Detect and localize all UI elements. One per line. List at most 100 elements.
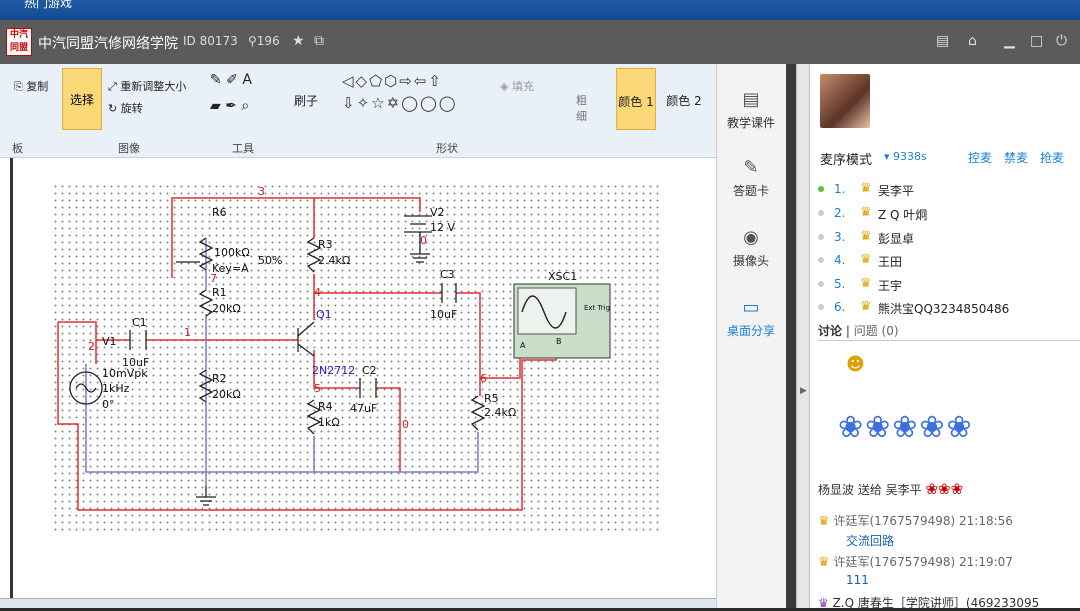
copy-label: 复制 — [26, 80, 49, 93]
status-bar — [0, 598, 716, 608]
user-count-value: 196 — [256, 34, 280, 48]
mic-time-value: 9338s — [893, 150, 927, 163]
queue-name: 王宇 — [878, 279, 903, 293]
queue-item[interactable]: 2.♛Z Q 叶炯 — [818, 204, 1078, 224]
chat-tabs: 讨论 | 问题 (0) — [818, 324, 899, 338]
shapes-gallery-row2[interactable]: ⇩✧☆✡◯◯◯ — [342, 94, 458, 112]
select-button[interactable]: 选择 — [62, 68, 102, 130]
app-name: 中汽同盟汽修网络学院 — [38, 36, 178, 52]
gift-icon: ♛ — [818, 514, 830, 529]
tab-question[interactable]: 问题 — [853, 324, 878, 338]
chat-message-header: ♛ Z.Q 唐春生［学院讲师］(469233095 — [818, 594, 1039, 611]
person-icon: ⚲ — [248, 34, 257, 48]
group-shapes-label: 形状 — [436, 142, 458, 155]
color1-button[interactable]: 颜色 1 — [616, 68, 656, 130]
vertical-scrollbar[interactable] — [786, 64, 796, 608]
dot-icon — [818, 257, 824, 263]
camera-icon: ◉ — [743, 227, 759, 248]
mic-mode-time: ▾ 9338s — [884, 150, 927, 163]
rotate-icon: ↻ — [108, 102, 118, 115]
vip-icon: ♛ — [818, 596, 829, 610]
chat-message-header: ♛ 许廷军(1767579498) 21:19:07 — [818, 553, 1013, 570]
queue-item[interactable]: 3. ♛ 彭显卓 — [818, 228, 1078, 248]
queue-item[interactable]: 4.♛王田 — [818, 251, 1078, 271]
fill-icon: ◈ — [500, 80, 509, 93]
rose-icon: ❀❀❀ — [925, 480, 964, 498]
tab-discuss[interactable]: 讨论 — [818, 324, 843, 338]
teacher-avatar[interactable] — [820, 74, 870, 128]
courseware-icon: ▤ — [742, 89, 760, 110]
app-logo: 中汽同盟 — [6, 28, 32, 56]
answer-card-button[interactable]: ✎ 答题卡 — [716, 158, 786, 199]
copy-icon: ⎘ — [14, 80, 23, 93]
canvas-edge — [10, 158, 13, 598]
user-count: ⚲196 — [248, 34, 280, 48]
gift-icon: ♛ — [860, 229, 872, 244]
dot-icon — [818, 210, 824, 216]
copy-button[interactable]: ⎘ 复制 — [14, 78, 48, 94]
dot-icon — [818, 304, 824, 310]
queue-item[interactable]: 1.♛吴李平 — [818, 180, 1078, 200]
gift-message: 杨显波 送给 吴李平 ❀❀❀ — [818, 480, 963, 498]
brush-button[interactable]: 刷子 — [294, 94, 319, 108]
color2-button[interactable]: 颜色 2 — [666, 94, 702, 108]
chat-user: 许廷军(1767579498) 21:19:07 — [833, 555, 1013, 569]
power-icon[interactable]: ⏻ — [1056, 33, 1068, 49]
function-panel — [716, 64, 786, 608]
chat-area[interactable]: ☻ ❀❀❀❀❀ 杨显波 送给 吴李平 ❀❀❀ ♛ 许廷军(1767579498)… — [818, 342, 1080, 611]
thickness-button[interactable]: 粗细 — [576, 94, 587, 123]
desktop-share-button[interactable]: ▭桌面分享 — [716, 298, 786, 339]
minimize-icon[interactable]: ▁ — [1004, 33, 1015, 49]
pencil-icon[interactable]: ✎ ✐ A — [210, 72, 252, 88]
queue-item[interactable]: 6. ♛ 熊洪宝QQ3234850486 — [818, 298, 1078, 318]
splitter-arrow-icon: ▶ — [800, 386, 807, 396]
gift-text: 杨显波 送给 吴李平 — [818, 483, 922, 497]
dot-icon — [818, 234, 824, 240]
chat-message-text: 111 — [846, 573, 869, 587]
rotate-button[interactable]: ↻ 旋转 — [108, 100, 143, 116]
camera-button[interactable]: ◉ 摄像头 — [716, 228, 786, 269]
answer-card-icon: ✎ — [743, 157, 759, 178]
queue-num: 3. — [834, 230, 846, 244]
queue-name: 彭显卓 — [878, 232, 915, 246]
gift-icon: ♛ — [818, 555, 830, 570]
gift-icon: ♛ — [860, 181, 872, 196]
roses-gift-icon: ❀❀❀❀❀ — [838, 410, 974, 445]
monitor-icon: ▭ — [742, 297, 760, 318]
ban-mic-button[interactable]: 禁麦 — [1004, 151, 1029, 165]
chat-message-text: 交流回路 — [846, 534, 895, 548]
chat-user: Z.Q 唐春生［学院讲师］(469233095 — [832, 596, 1040, 610]
camera-label: 摄像头 — [732, 254, 769, 268]
tab-divider — [818, 340, 1080, 341]
home-icon[interactable]: ⌂ — [968, 33, 977, 49]
copy-icon[interactable]: ⧉ — [314, 33, 324, 49]
answer-card-label: 答题卡 — [732, 184, 769, 198]
panel-splitter[interactable]: ▶ — [796, 64, 810, 608]
grab-mic-button[interactable]: 控麦 — [968, 151, 993, 165]
mic-mode-label[interactable]: 麦序模式 — [820, 153, 873, 168]
resize-button[interactable]: ⤢ 重新调整大小 — [108, 78, 186, 94]
paint-ribbon — [0, 64, 716, 158]
queue-name: Z Q 叶炯 — [878, 208, 928, 222]
schematic-grid — [52, 183, 662, 535]
shapes-gallery[interactable]: ◁◇⬠⬡⇨⇦⇧ — [342, 72, 443, 90]
fill-button[interactable]: ◈ 填充 — [500, 78, 534, 94]
queue-name: 熊洪宝QQ3234850486 — [878, 302, 1010, 316]
queue-num: 4. — [834, 253, 846, 267]
chat-user: 许廷军(1767579498) 21:18:56 — [833, 514, 1013, 528]
eraser-icon[interactable]: ▰ ✒ ⌕ — [210, 98, 250, 114]
gift-icon: ♛ — [860, 205, 872, 220]
courseware-label: 教学课件 — [726, 116, 775, 130]
resize-label: 重新调整大小 — [120, 80, 187, 93]
maximize-icon[interactable]: □ — [1030, 33, 1044, 49]
gift-icon: ♛ — [860, 252, 872, 267]
take-mic-button[interactable]: 抢麦 — [1040, 151, 1065, 165]
star-icon[interactable]: ★ — [292, 33, 305, 49]
queue-item[interactable]: 5.♛王宇 — [818, 275, 1078, 295]
gift-icon: ♛ — [860, 299, 872, 314]
notes-icon[interactable]: ▤ — [936, 33, 950, 49]
courseware-button[interactable]: ▤ 教学课件 — [716, 90, 786, 131]
top-strip-text: 热门游戏 — [24, 0, 73, 10]
chat-message-header: ♛ 许廷军(1767579498) 21:18:56 — [818, 512, 1013, 529]
queue-num: 6. — [834, 300, 846, 314]
